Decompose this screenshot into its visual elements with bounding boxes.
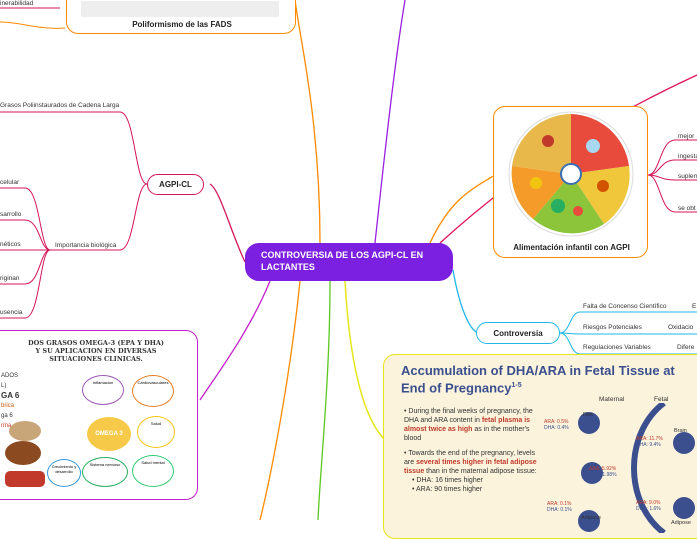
link-agpi-top xyxy=(0,111,148,185)
dha-bullets: • During the final weeks of pregnancy, t… xyxy=(404,407,539,494)
link-imp-1 xyxy=(0,187,51,251)
link-agpi-importance xyxy=(50,183,148,251)
dha-brain-value: ARA: 11.7% xyxy=(636,436,663,442)
dha-sub-bullet: • DHA: 16 times higher xyxy=(412,477,483,484)
agpi-branch-top: Grasos Poliinstaurados de Cadena Larga xyxy=(0,102,120,109)
dha-poster-node[interactable]: Accumulation of DHA/ARA in Fetal Tissue … xyxy=(383,354,697,539)
omega-circle-label: Salud xyxy=(150,421,162,426)
link-to-dha-poster xyxy=(344,280,386,441)
link-imp-5 xyxy=(0,249,51,319)
link-orange-bottom xyxy=(259,280,301,520)
dha-poster-title: Accumulation of DHA/ARA in Fetal Tissue … xyxy=(401,363,675,396)
controversia-item: Regulaciones Variables xyxy=(583,344,651,351)
dha-fetal-adipose-value: ARA: 9.0% xyxy=(636,500,661,506)
agpi-title: AGPI-CL xyxy=(159,180,192,189)
omega-circle: Cardiovasculares xyxy=(132,375,174,407)
controversia-node[interactable]: Controversia xyxy=(476,322,560,344)
dha-adipose-label: Adipose xyxy=(581,515,601,521)
omega-poster-title: DOS GRASOS OMEGA-3 (EPA Y DHA) Y SU APLI… xyxy=(27,339,164,363)
link-to-controversia xyxy=(452,269,479,334)
dha-header-maternal: Maternal xyxy=(599,396,625,403)
alimentacion-item: se obt xyxy=(678,205,696,212)
omega-circle: Crecimiento y desarrollo xyxy=(47,459,81,487)
link-to-omega-poster xyxy=(199,280,271,401)
link-imp-2 xyxy=(0,219,51,251)
link-green-down xyxy=(317,280,331,520)
omega-circle-label: Sistema nervioso xyxy=(89,462,121,467)
omega-circle-label: Salud mental xyxy=(141,460,165,465)
alimentacion-item: mejor xyxy=(678,133,695,140)
dha-fetal-adipose-value: DHA: 1.6% xyxy=(636,506,661,512)
link-contro-3 xyxy=(559,332,697,355)
omega-circle-label: Cardiovasculares xyxy=(137,380,169,385)
controversia-child: Difere xyxy=(677,344,695,351)
central-topic[interactable]: CONTROVERSIA DE LOS AGPI-CL EN LACTANTES xyxy=(245,243,453,281)
link-alim-4 xyxy=(647,174,697,213)
controversia-child: E xyxy=(692,303,697,310)
link-alim-3 xyxy=(647,174,697,181)
central-title: CONTROVERSIA DE LOS AGPI-CL EN LACTANTES xyxy=(261,250,424,272)
omega-circle-label: Inflamación xyxy=(92,380,114,385)
agpi-subitem: usencia xyxy=(0,309,23,316)
alimentacion-item: suplem xyxy=(678,173,697,180)
fads-node[interactable]: Poliformismo de las FADS xyxy=(66,0,296,34)
fads-title: Poliformismo de las FADS xyxy=(132,20,232,29)
fads-image xyxy=(81,1,279,17)
link-top-left-2 xyxy=(0,21,66,29)
omega-left-column: ADOS L) GA 6 brica ga 6 rma xyxy=(1,373,20,429)
omega-circle: Sistema nervioso xyxy=(82,457,128,487)
omega-food-image xyxy=(5,421,45,487)
dha-adipose-value: DHA: 0.1% xyxy=(547,507,572,513)
link-alim-2 xyxy=(647,159,697,176)
agpi-subitem: néticos xyxy=(0,241,21,248)
link-top-purple xyxy=(374,0,406,244)
omega-circle: Inflamación xyxy=(82,375,124,405)
dha-adipose-value: ARA: 0.1% xyxy=(547,501,572,507)
omega-circle: Salud mental xyxy=(132,455,174,487)
agpi-subitem: riginan xyxy=(0,275,20,282)
alimentacion-node[interactable]: Alimentación infantil con AGPI xyxy=(493,106,648,258)
omega-center-capsules: OMEGA 3 xyxy=(87,417,131,451)
link-contro-2 xyxy=(559,332,697,335)
dha-blood-value: DHA: 1.98% xyxy=(589,472,617,478)
link-alim-1 xyxy=(647,139,697,176)
controversia-item: Riesgos Potenciales xyxy=(583,324,642,331)
agpi-subitem: sarrollo xyxy=(0,211,22,218)
dha-brain-value: DHA: 9.4% xyxy=(636,442,661,448)
alimentacion-item: ingesta xyxy=(678,153,697,160)
alimentacion-title: Alimentación infantil con AGPI xyxy=(513,243,630,252)
dha-bullet: • Towards the end of the pregnancy, leve… xyxy=(404,450,537,475)
controversia-title: Controversia xyxy=(493,328,543,338)
agpi-branch-importance: Importancia biológica xyxy=(55,242,117,249)
dha-brain-label: Brain xyxy=(674,428,687,434)
link-to-fads xyxy=(294,0,321,244)
food-plate-icon xyxy=(508,111,634,237)
dha-bullet: • During the final weeks of pregnancy, t… xyxy=(404,408,533,442)
link-contro-1 xyxy=(559,311,697,334)
dha-sub-bullet: • ARA: 90 times higher xyxy=(412,486,483,493)
omega-poster-node[interactable]: DOS GRASOS OMEGA-3 (EPA Y DHA) Y SU APLI… xyxy=(0,330,198,500)
omega-circle: Salud xyxy=(137,416,175,448)
omega-circle-label: Crecimiento y desarrollo xyxy=(51,464,77,474)
agpi-node[interactable]: AGPI-CL xyxy=(147,174,204,195)
dha-diet-value: ARA: 0.5% xyxy=(544,419,569,425)
top-left-fragment: inerabilidad xyxy=(0,0,34,7)
dha-blood-value: ARA: 5.92% xyxy=(589,466,617,472)
link-to-agpi xyxy=(209,183,246,263)
link-to-alimentacion xyxy=(429,174,496,244)
controversia-child: Oxidacio xyxy=(668,324,694,331)
agpi-subitem: celular xyxy=(0,179,20,186)
dha-fetal-adipose-label: Adipose xyxy=(671,520,691,526)
dha-diet-value: DHA: 0.4% xyxy=(544,425,569,431)
controversia-item: Falta de Concenso Científico xyxy=(583,303,667,310)
dha-header-fetal: Fetal xyxy=(654,396,669,403)
dha-diet-label: Diet xyxy=(583,412,593,418)
